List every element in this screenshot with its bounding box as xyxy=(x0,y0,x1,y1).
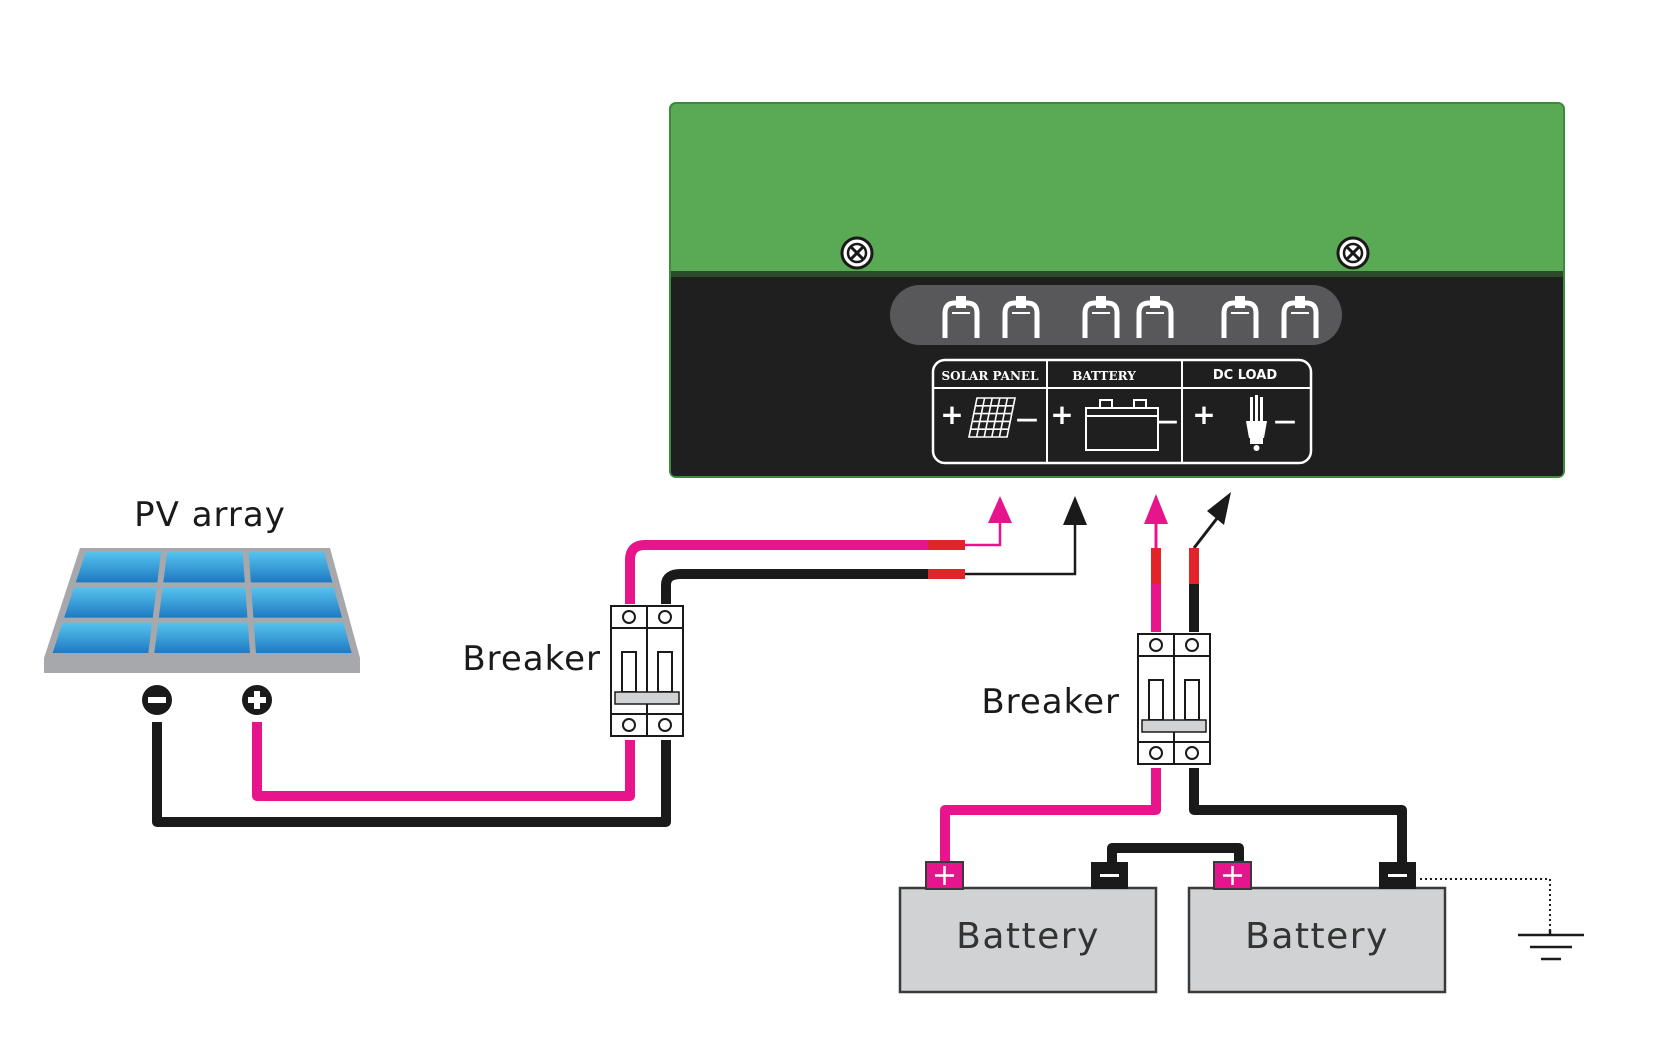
solar-cell xyxy=(52,622,153,653)
terminal-minus-icon xyxy=(1091,862,1128,889)
battery-header: BATTERY xyxy=(1072,369,1136,383)
battery-icon xyxy=(1085,399,1159,451)
terminal-plus-icon xyxy=(1213,861,1252,890)
terminal-clamp xyxy=(1221,296,1259,338)
load-plus-sign: + xyxy=(1192,398,1215,431)
battery-plus-sign: + xyxy=(1050,398,1073,431)
lamp-icon xyxy=(1246,395,1267,451)
solar-cell xyxy=(163,552,245,583)
screw-icon xyxy=(840,236,874,270)
breaker-battery xyxy=(1137,633,1211,765)
solar-cell xyxy=(75,552,162,583)
connection-arrows xyxy=(965,492,1231,576)
breaker-positive-out xyxy=(625,540,930,604)
breaker-battery-label: Breaker xyxy=(981,682,1120,722)
terminal-clamp xyxy=(1082,296,1120,338)
solar-cell xyxy=(251,587,342,618)
terminal-plus-icon xyxy=(242,685,272,715)
terminal-clamp xyxy=(1136,296,1174,338)
battery-right: Battery xyxy=(1187,861,1447,994)
solar-cell xyxy=(253,622,352,653)
solar-minus-sign: — xyxy=(1016,407,1038,432)
terminal-clamp xyxy=(942,296,980,338)
ground-icon xyxy=(1518,930,1584,961)
solar-cell xyxy=(248,552,333,583)
solar-cell xyxy=(154,622,250,653)
breaker-negative-out xyxy=(661,569,930,604)
pv-array xyxy=(44,548,360,715)
terminal-clamp xyxy=(1281,296,1319,338)
pv-positive-wire xyxy=(252,722,635,801)
battery-left: Battery xyxy=(898,861,1158,994)
pv-wiring xyxy=(152,540,965,827)
battery-minus-sign: — xyxy=(1156,409,1178,434)
connector-red xyxy=(928,540,965,550)
solar-plus-sign: + xyxy=(940,398,963,431)
terminal-plus-icon xyxy=(925,861,964,890)
battery-wiring xyxy=(940,548,1551,935)
connector-red xyxy=(928,569,965,579)
screw-icon xyxy=(1336,236,1370,270)
solar-cell xyxy=(64,587,157,618)
connector-red xyxy=(1151,548,1161,584)
terminal-clamp xyxy=(1002,296,1040,338)
solar-cell xyxy=(158,587,248,618)
load-minus-sign: — xyxy=(1274,409,1296,434)
battery-left-label: Battery xyxy=(956,916,1100,957)
breaker-solar-label: Breaker xyxy=(462,639,601,679)
solar-panel-icon xyxy=(968,397,1016,438)
pv-array-label: PV array xyxy=(134,495,286,535)
solar-panel-header: SOLAR PANEL xyxy=(941,369,1039,383)
pv-negative-wire xyxy=(152,722,671,827)
breaker-solar xyxy=(610,605,684,737)
connector-red xyxy=(1189,548,1199,584)
terminal-block xyxy=(942,296,1319,338)
battery-right-label: Battery xyxy=(1245,916,1389,957)
terminal-label-panel: SOLAR PANEL BATTERY DC LOAD + — + — + — xyxy=(931,358,1313,465)
dc-load-header: DC LOAD xyxy=(1213,368,1277,383)
terminal-minus-icon xyxy=(1379,862,1416,889)
charge-controller: SOLAR PANEL BATTERY DC LOAD + — + — + — xyxy=(669,102,1565,478)
terminal-minus-icon xyxy=(142,685,172,715)
